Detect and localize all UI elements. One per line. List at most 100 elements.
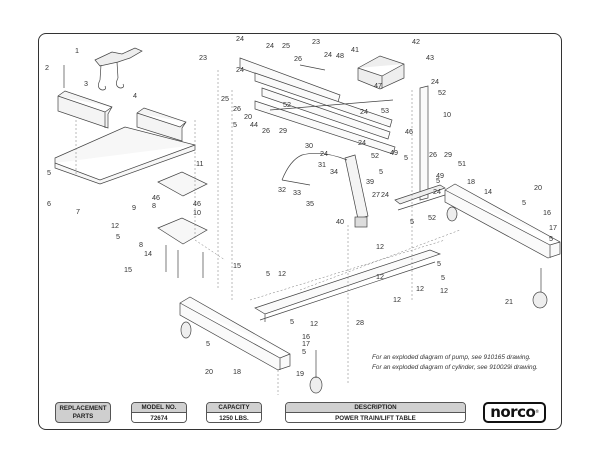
part-callout-30: 30 [305,141,313,150]
part-callout-24: 24 [324,50,332,59]
part-callout-40: 40 [336,217,344,226]
part-callout-5: 5 [233,120,237,129]
part-callout-18: 18 [467,177,475,186]
alignment-lines [75,70,461,395]
part-callout-51: 51 [458,159,466,168]
lift-arm-part [239,57,396,155]
part-callout-24: 24 [320,149,328,158]
part-callout-47: 47 [374,81,382,90]
part-callout-2: 2 [45,63,49,72]
part-callout-35: 35 [306,199,314,208]
part-callout-25: 25 [221,94,229,103]
part-callout-15: 15 [124,265,132,274]
cross-rail-part [254,249,442,322]
part-callout-25: 25 [282,41,290,50]
cylinder-part [344,154,369,220]
part-callout-31: 31 [318,160,326,169]
part-callout-5: 5 [437,259,441,268]
part-callout-8: 8 [152,201,156,210]
part-callout-39: 39 [366,177,374,186]
part-callout-12: 12 [376,242,384,251]
part-callout-5: 5 [404,153,408,162]
replacement-parts-badge: REPLACEMENT PARTS [55,402,111,423]
part-callout-33: 33 [293,188,301,197]
part-callout-12: 12 [440,286,448,295]
part-callout-7: 7 [76,207,80,216]
part-callout-24: 24 [358,138,366,147]
capacity-label: CAPACITY [207,403,261,413]
replacement-parts-line1: REPLACEMENT [59,405,107,412]
part-callout-20: 20 [244,112,252,121]
part-callout-5: 5 [549,234,553,243]
part-callout-5: 5 [302,347,306,356]
part-callout-8: 8 [139,240,143,249]
mount-plate-part [157,217,208,245]
part-callout-18: 18 [233,367,241,376]
drawing-border [38,33,562,430]
part-callout-24: 24 [236,65,244,74]
part-callout-12: 12 [278,269,286,278]
leg-part [444,183,561,259]
replacement-parts-line2: PARTS [72,413,94,420]
description-label: DESCRIPTION [286,403,465,413]
part-callout-5: 5 [206,339,210,348]
part-callout-4: 4 [133,91,137,100]
part-callout-24: 24 [266,41,274,50]
part-callout-10: 10 [443,110,451,119]
part-callout-20: 20 [534,183,542,192]
part-callout-44: 44 [250,120,258,129]
part-callout-24: 24 [381,190,389,199]
part-callout-46: 46 [405,127,413,136]
part-callout-24: 24 [360,107,368,116]
registered-mark: ® [535,409,539,414]
leg-part [179,296,291,371]
model-number-label: MODEL NO. [132,403,186,413]
cylinder-diagram-note: For an exploded diagram of cylinder, see… [372,364,538,371]
part-callout-46: 46 [193,199,201,208]
part-callout-34: 34 [330,167,338,176]
part-callout-21: 21 [505,297,513,306]
part-callout-23: 23 [312,37,320,46]
part-callout-5: 5 [410,217,414,226]
block-part [57,90,113,129]
part-callout-26: 26 [294,54,302,63]
part-callout-5: 5 [266,269,270,278]
part-callout-16: 16 [302,332,310,341]
hook-assembly-part [94,47,143,91]
part-callout-3: 3 [84,79,88,88]
model-number-value: 72674 [132,413,186,422]
part-callout-49: 49 [436,171,444,180]
model-number-box: MODEL NO. 72674 [131,402,187,423]
part-callout-26: 26 [429,150,437,159]
part-callout-49: 49 [390,148,398,157]
part-callout-52: 52 [438,88,446,97]
bracket-part [394,184,446,211]
part-callout-1: 1 [75,46,79,55]
part-callout-53: 53 [381,106,389,115]
part-callout-26: 26 [233,104,241,113]
part-callout-12: 12 [111,221,119,230]
part-callout-5: 5 [47,168,51,177]
part-callout-16: 16 [543,208,551,217]
pump-part [357,55,405,90]
part-callout-12: 12 [416,284,424,293]
part-callout-12: 12 [310,319,318,328]
part-callout-19: 19 [296,369,304,378]
cylinder-cap-part [354,216,368,228]
part-callout-23: 23 [199,53,207,62]
part-callout-24: 24 [236,34,244,43]
part-callout-29: 29 [279,126,287,135]
part-callout-52: 52 [283,100,291,109]
part-callout-27: 27 [372,190,380,199]
part-callout-17: 17 [549,223,557,232]
block-part [136,107,187,142]
part-callout-28: 28 [356,318,364,327]
part-callout-5: 5 [290,317,294,326]
part-callout-43: 43 [426,53,434,62]
hose-part [281,153,348,186]
part-callout-32: 32 [278,185,286,194]
part-callout-29: 29 [444,150,452,159]
pump-diagram-note: For an exploded diagram of pump, see 910… [372,354,531,361]
